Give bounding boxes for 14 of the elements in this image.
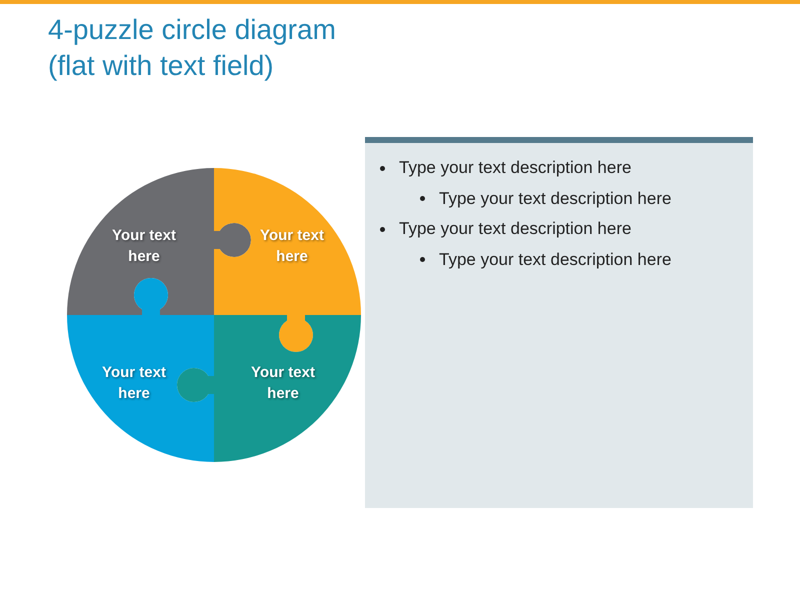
- bullet-text: Type your text description here: [399, 157, 632, 179]
- bullet-text: Type your text description here: [439, 188, 672, 210]
- piece-label: Your text here: [259, 226, 325, 267]
- bullet-text: Type your text description here: [399, 218, 632, 240]
- slide-title: 4-puzzle circle diagram (flat with text field): [48, 13, 337, 83]
- text-panel: [365, 137, 753, 508]
- puzzle-piece: [214, 168, 361, 353]
- bullet-text: Type your text description here: [439, 248, 672, 270]
- piece-label: Your text here: [111, 226, 177, 267]
- puzzle-piece: [67, 278, 214, 462]
- puzzle-piece: [177, 315, 361, 462]
- puzzle-piece: [67, 168, 252, 315]
- piece-label: Your text here: [101, 363, 167, 404]
- piece-label: Your text here: [250, 363, 316, 404]
